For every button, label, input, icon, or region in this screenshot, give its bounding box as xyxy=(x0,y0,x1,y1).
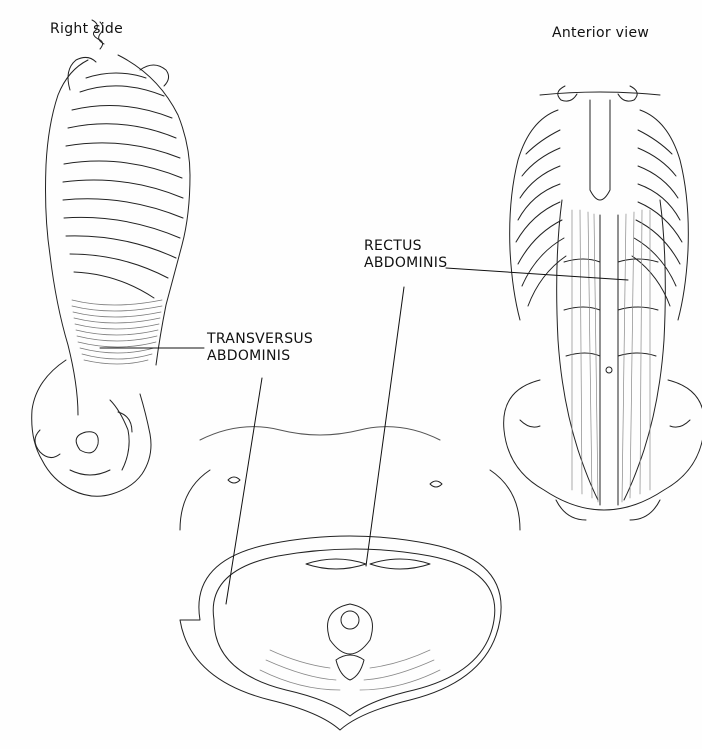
abdominal-wall-outer xyxy=(180,536,501,730)
back-muscles xyxy=(260,650,440,690)
right-side-title: Right side xyxy=(50,21,123,38)
transversus-label-line-1: TRANSVERSUS xyxy=(207,331,313,348)
rib-cage-side xyxy=(63,73,183,298)
rectus-abdominis-label: RECTUS ABDOMINIS xyxy=(364,238,447,272)
right-side-figure xyxy=(32,20,190,496)
rectus-abdominis-muscle xyxy=(557,200,666,505)
abdominal-wall-inner xyxy=(213,549,495,716)
leader-lines xyxy=(100,268,628,604)
transversus-abdominis-label: TRANSVERSUS ABDOMINIS xyxy=(207,331,313,365)
rectus-cross-right xyxy=(370,559,430,569)
transversus-label-line-2: ABDOMINIS xyxy=(207,348,313,365)
rib-cage-right xyxy=(632,110,688,320)
pelvis-side xyxy=(32,360,151,496)
rectus-leader-anterior xyxy=(446,268,628,280)
rectus-fibers xyxy=(572,210,650,502)
sternum xyxy=(590,100,610,200)
transversus-muscle-side xyxy=(72,300,162,364)
anterior-view-title: Anterior view xyxy=(552,25,649,42)
cross-section xyxy=(180,427,520,730)
rectus-label-line-2: ABDOMINIS xyxy=(364,255,447,272)
transversus-leader-section xyxy=(226,378,262,604)
rectus-label-line-1: RECTUS xyxy=(364,238,447,255)
rectus-cross-left xyxy=(306,559,366,569)
anterior-figure xyxy=(504,86,702,520)
pelvis-anterior xyxy=(504,380,702,520)
rectus-leader-section xyxy=(366,287,404,566)
rib-cage-left xyxy=(510,110,566,320)
